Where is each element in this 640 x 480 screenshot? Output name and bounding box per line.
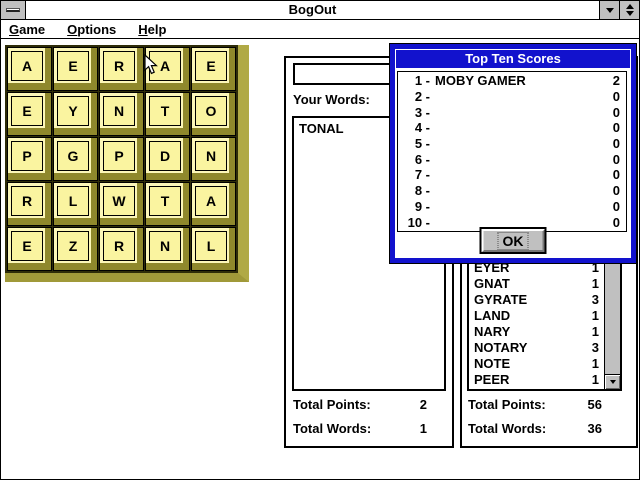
- board-tile[interactable]: O: [191, 92, 236, 136]
- board-tile[interactable]: A: [191, 182, 236, 226]
- board-tile[interactable]: G: [53, 137, 98, 181]
- menu-options[interactable]: Options: [67, 21, 117, 37]
- score-row: 3 -0: [414, 104, 620, 120]
- system-menu-icon: [6, 8, 20, 12]
- board-tile[interactable]: L: [53, 182, 98, 226]
- board-tile[interactable]: N: [191, 137, 236, 181]
- board-tile[interactable]: D: [145, 137, 190, 181]
- minimize-icon: [605, 7, 614, 13]
- minimize-button[interactable]: [599, 1, 619, 19]
- board-tile[interactable]: E: [191, 47, 236, 91]
- restore-up-icon: [625, 4, 634, 9]
- score-row: 10 -0: [407, 214, 620, 230]
- score-row: 6 -0: [414, 151, 620, 167]
- board-tile[interactable]: T: [145, 92, 190, 136]
- letter-board: A E R A E E Y N T O P G P D N R L W T A …: [5, 45, 249, 282]
- score-row: 8 -0: [414, 183, 620, 199]
- score-row: 2 -0: [414, 89, 620, 105]
- board-tile[interactable]: E: [53, 47, 98, 91]
- menu-game[interactable]: Game: [9, 21, 46, 37]
- player-total-words: Total Words: 1: [293, 421, 427, 436]
- ok-button[interactable]: OK: [479, 227, 547, 254]
- score-row: 4 -0: [414, 120, 620, 136]
- board-tile[interactable]: E: [7, 92, 52, 136]
- system-menu-button[interactable]: [1, 1, 26, 19]
- menu-bar: Game Options Help: [1, 20, 639, 39]
- board-tile[interactable]: P: [7, 137, 52, 181]
- board-tile[interactable]: R: [99, 47, 144, 91]
- computer-total-points: Total Points: 56: [468, 397, 602, 412]
- board-tile[interactable]: N: [99, 92, 144, 136]
- score-row: 7 -0: [414, 167, 620, 183]
- list-item[interactable]: TONAL: [299, 121, 344, 136]
- titlebar: BogOut: [1, 1, 639, 20]
- board-tile[interactable]: T: [145, 182, 190, 226]
- score-row: 9 -0: [414, 198, 620, 214]
- board-tile[interactable]: R: [99, 227, 144, 271]
- board-tile[interactable]: E: [7, 227, 52, 271]
- board-tile[interactable]: Z: [53, 227, 98, 271]
- dialog-title: Top Ten Scores: [396, 50, 630, 68]
- board-tile[interactable]: A: [7, 47, 52, 91]
- board-tile[interactable]: N: [145, 227, 190, 271]
- mouse-cursor-icon: [144, 54, 158, 75]
- board-tile[interactable]: P: [99, 137, 144, 181]
- board-tile[interactable]: L: [191, 227, 236, 271]
- your-words-label: Your Words:: [293, 92, 370, 107]
- window-title: BogOut: [288, 2, 337, 17]
- scroll-down-button[interactable]: [605, 374, 620, 389]
- player-total-points: Total Points: 2: [293, 397, 427, 412]
- menu-help[interactable]: Help: [138, 21, 167, 37]
- score-row: 5 -0: [414, 136, 620, 152]
- computer-total-words: Total Words: 36: [468, 421, 602, 436]
- board-tile[interactable]: R: [7, 182, 52, 226]
- down-arrow-icon: [609, 380, 616, 384]
- board-tile[interactable]: W: [99, 182, 144, 226]
- board-tile[interactable]: Y: [53, 92, 98, 136]
- restore-down-icon: [625, 11, 634, 16]
- restore-button[interactable]: [619, 1, 639, 19]
- board-tile[interactable]: A: [145, 47, 190, 91]
